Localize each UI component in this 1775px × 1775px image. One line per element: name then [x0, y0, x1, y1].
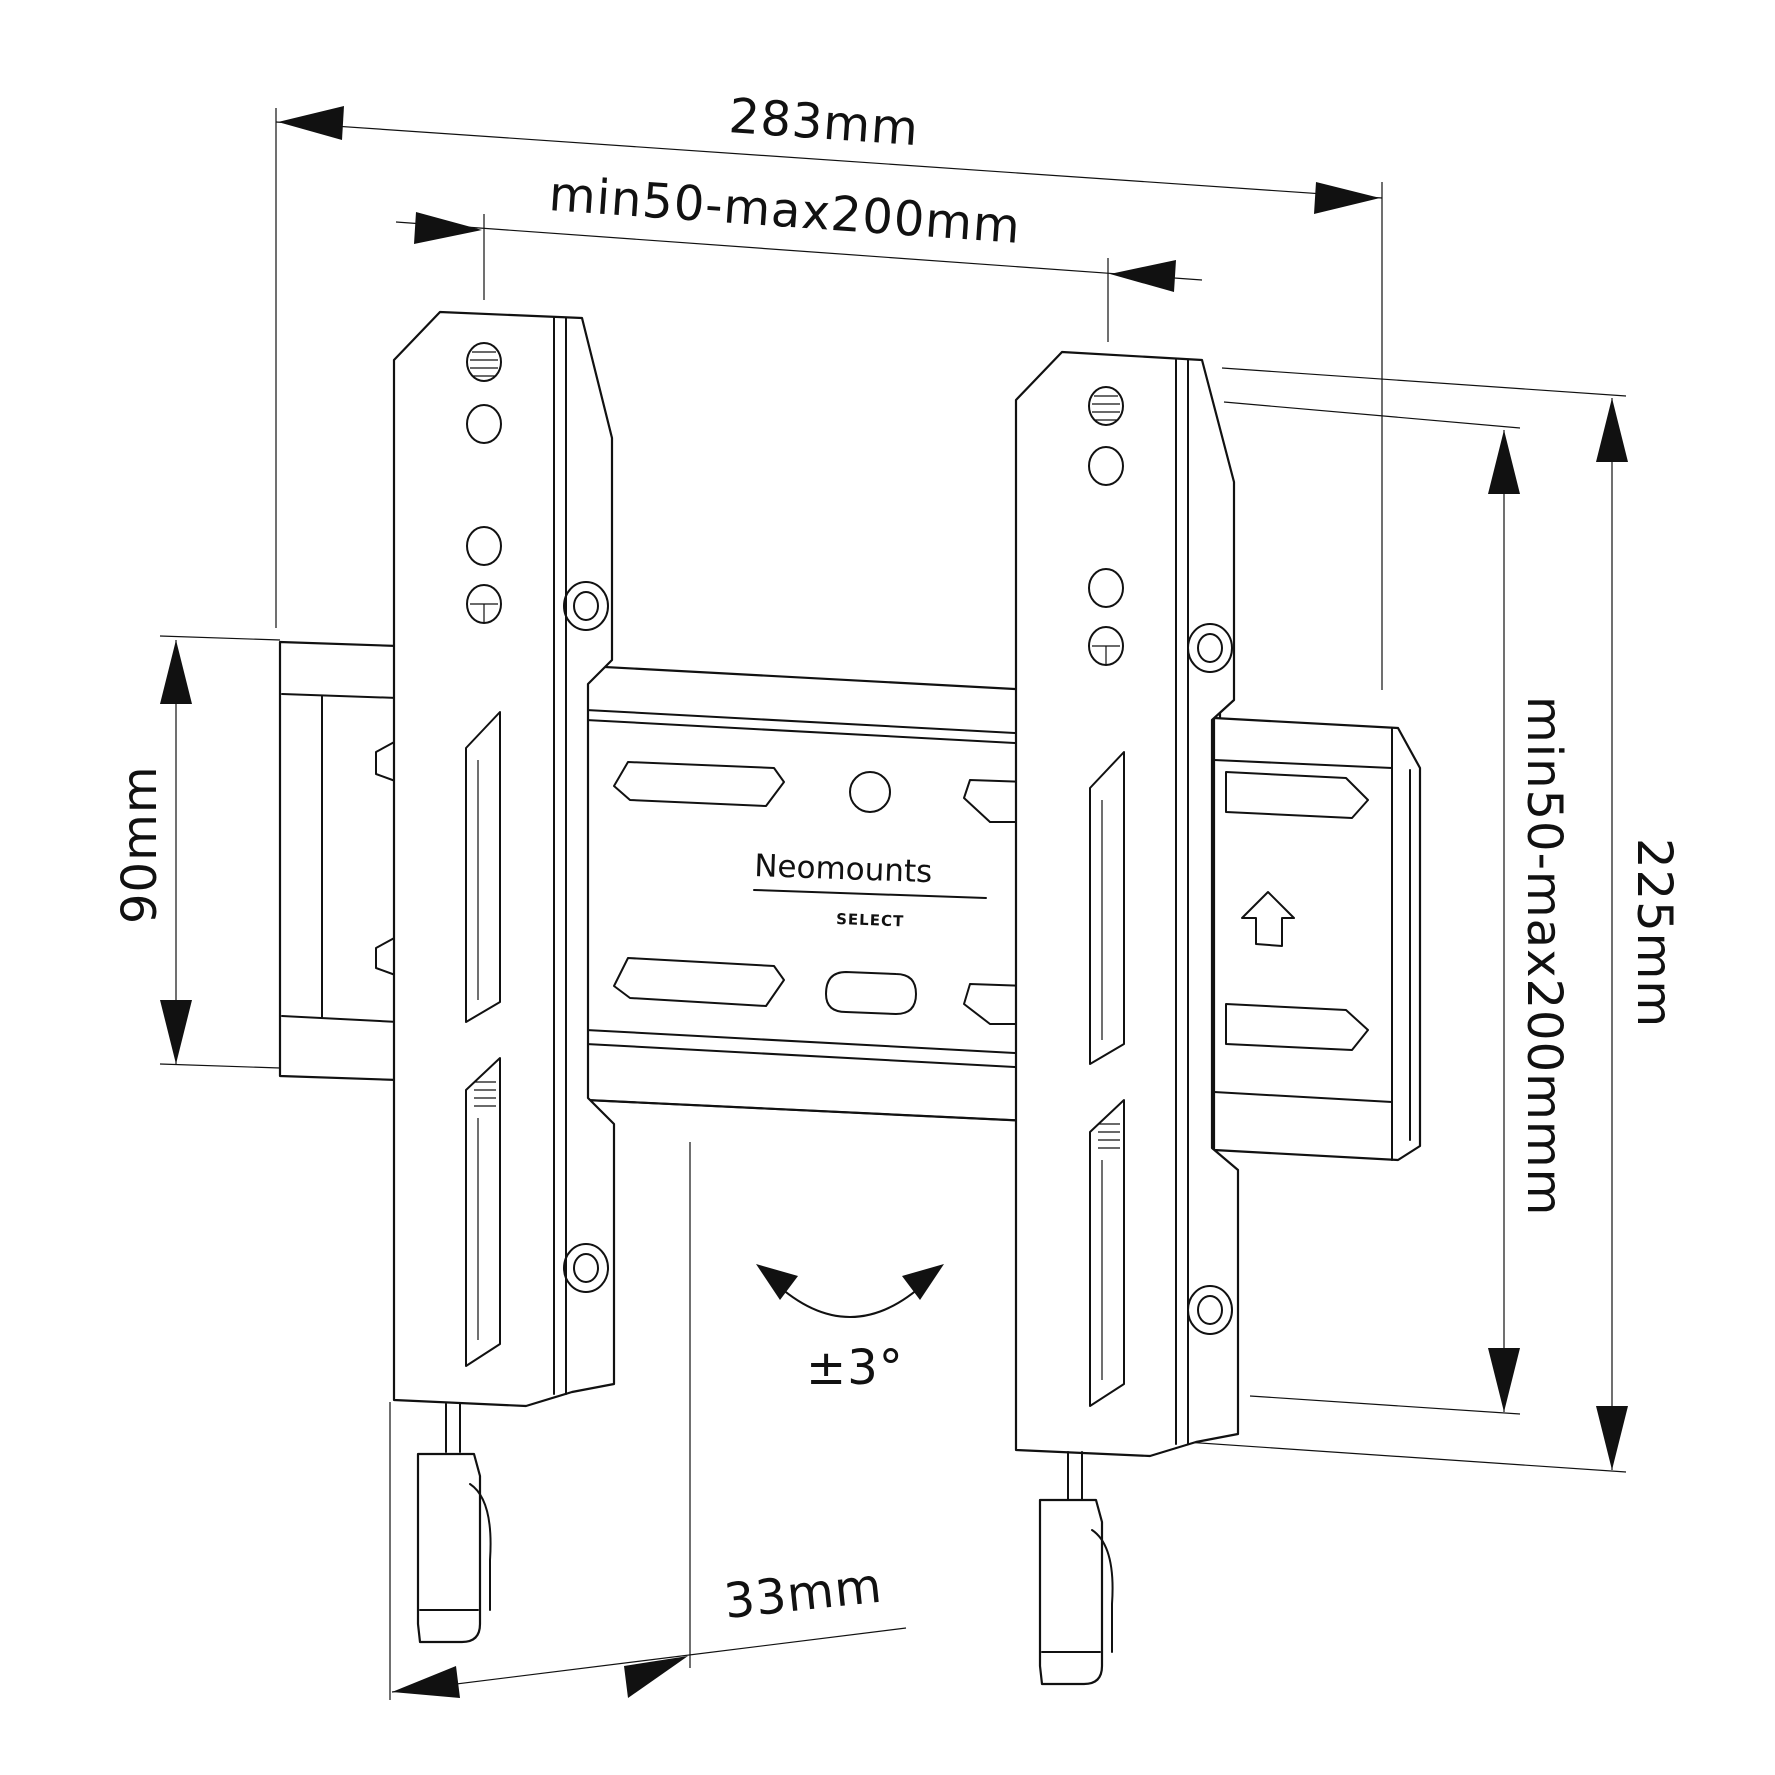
label-tilt: ±3° — [806, 1340, 904, 1396]
label-overall-width: 283mm — [727, 88, 921, 157]
brand-name: Neomounts — [754, 848, 933, 890]
label-overall-height: 225mm — [1626, 838, 1682, 1028]
dimension-vesa-vertical — [1223, 401, 1521, 1415]
dimension-wall-distance — [389, 1142, 907, 1700]
dimension-rail-height — [159, 635, 281, 1069]
right-tv-arm — [1014, 350, 1240, 1458]
dimension-overall-width — [275, 106, 1383, 690]
right-safety-lock — [1038, 1451, 1114, 1686]
dimension-vesa-horizontal — [395, 212, 1203, 342]
brand-logo: Neomounts SELECT — [753, 848, 987, 930]
brand-sub: SELECT — [836, 910, 905, 930]
label-wall-distance: 33mm — [721, 1558, 885, 1630]
dimension-overall-height — [1155, 367, 1628, 1473]
up-arrow-icon — [1241, 891, 1295, 947]
label-rail-height: 90mm — [112, 765, 168, 924]
label-vesa-vertical: min50-max200mmm — [1516, 696, 1572, 1216]
left-safety-lock — [416, 1403, 492, 1644]
left-tv-arm — [392, 310, 616, 1408]
tilt-arc-icon — [756, 1264, 944, 1318]
label-vesa-horizontal: min50-max200mm — [547, 166, 1022, 255]
